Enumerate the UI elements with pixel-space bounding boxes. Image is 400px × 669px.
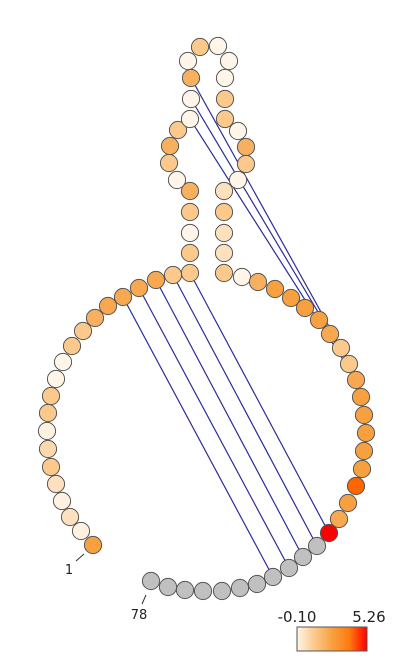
start-label-group: 1 bbox=[65, 553, 85, 578]
nucleotide-64 bbox=[346, 476, 366, 496]
nucleotide-16 bbox=[98, 296, 118, 316]
nucleotide-67 bbox=[319, 523, 339, 543]
nucleotide-36 bbox=[219, 51, 239, 71]
nucleotide-41 bbox=[236, 137, 256, 157]
nucleotide-45 bbox=[214, 202, 234, 222]
nucleotide-59 bbox=[351, 387, 371, 407]
nucleotide-32 bbox=[181, 68, 201, 88]
nucleotide-38 bbox=[215, 89, 235, 109]
nucleotide-5 bbox=[46, 474, 66, 494]
nucleotide-13 bbox=[62, 336, 82, 356]
nucleotide-65 bbox=[338, 493, 358, 513]
nucleotide-28 bbox=[160, 136, 180, 156]
nucleotide-77 bbox=[158, 577, 178, 597]
nucleotide-63 bbox=[352, 459, 372, 479]
nucleotide-14 bbox=[73, 321, 93, 341]
colorbar: -0.10 5.26 bbox=[278, 608, 386, 652]
nucleotide-74 bbox=[212, 581, 232, 601]
nucleotide-24 bbox=[180, 202, 200, 222]
nucleotide-31 bbox=[181, 89, 201, 109]
nucleotide-26 bbox=[167, 170, 187, 190]
nucleotide-51 bbox=[265, 279, 285, 299]
nucleotide-8 bbox=[37, 421, 57, 441]
base-pair-line bbox=[190, 77, 342, 349]
nucleotide-78 bbox=[141, 571, 161, 591]
nucleotide-42 bbox=[236, 154, 256, 174]
base-pair-lines bbox=[122, 77, 357, 578]
nucleotide-66 bbox=[329, 509, 349, 529]
nucleotide-39 bbox=[215, 109, 235, 129]
nucleotide-18 bbox=[129, 278, 149, 298]
nucleotide-58 bbox=[346, 370, 366, 390]
base-pair-line bbox=[189, 272, 330, 534]
nucleotide-62 bbox=[354, 441, 374, 461]
nucleotide-29 bbox=[168, 120, 188, 140]
nucleotide-76 bbox=[175, 580, 195, 600]
base-pair-line bbox=[172, 274, 318, 547]
nucleotide-44 bbox=[214, 181, 234, 201]
nucleotide-61 bbox=[356, 423, 376, 443]
nucleotide-20 bbox=[163, 265, 183, 285]
nucleotide-30 bbox=[180, 109, 200, 129]
nucleotide-23 bbox=[180, 223, 200, 243]
nucleotide-70 bbox=[279, 558, 299, 578]
nucleotide-7 bbox=[38, 439, 58, 459]
base-pair-line bbox=[122, 296, 274, 578]
nucleotide-52 bbox=[281, 288, 301, 308]
nucleotide-72 bbox=[247, 574, 267, 594]
nucleotide-19 bbox=[146, 270, 166, 290]
nucleotide-17 bbox=[113, 287, 133, 307]
nucleotide-56 bbox=[331, 338, 351, 358]
colorbar-max-label: 5.26 bbox=[352, 608, 385, 626]
colorbar-min-label: -0.10 bbox=[278, 608, 317, 626]
colorbar-gradient bbox=[296, 626, 368, 652]
nucleotide-60 bbox=[354, 405, 374, 425]
base-pair-line bbox=[138, 287, 290, 569]
nucleotide-50 bbox=[248, 272, 268, 292]
nucleotides bbox=[37, 36, 376, 601]
nucleotide-34 bbox=[190, 37, 210, 57]
nucleotide-27 bbox=[159, 153, 179, 173]
nucleotide-40 bbox=[228, 121, 248, 141]
nucleotide-73 bbox=[230, 578, 250, 598]
nucleotide-35 bbox=[208, 36, 228, 56]
nucleotide-12 bbox=[53, 352, 73, 372]
nucleotide-21 bbox=[180, 263, 200, 283]
nucleotide-3 bbox=[60, 507, 80, 527]
nucleotide-37 bbox=[215, 68, 235, 88]
nucleotide-10 bbox=[41, 386, 61, 406]
nucleotide-53 bbox=[295, 298, 315, 318]
nucleotide-69 bbox=[293, 547, 313, 567]
nucleotide-11 bbox=[46, 369, 66, 389]
nucleotide-71 bbox=[263, 567, 283, 587]
nucleotide-68 bbox=[307, 536, 327, 556]
nucleotide-15 bbox=[85, 308, 105, 328]
end-label-group: 78 bbox=[131, 594, 148, 623]
nucleotide-49 bbox=[232, 267, 252, 287]
nucleotide-4 bbox=[52, 491, 72, 511]
end-label: 78 bbox=[131, 608, 148, 623]
start-label: 1 bbox=[65, 563, 73, 578]
nucleotide-54 bbox=[309, 310, 329, 330]
nucleotide-75 bbox=[193, 581, 213, 601]
nucleotide-43 bbox=[228, 170, 248, 190]
nucleotide-46 bbox=[214, 223, 234, 243]
nucleotide-9 bbox=[38, 403, 58, 423]
nucleotide-57 bbox=[339, 354, 359, 374]
nucleotide-2 bbox=[71, 521, 91, 541]
nucleotide-33 bbox=[178, 51, 198, 71]
nucleotide-1 bbox=[83, 535, 103, 555]
nucleotide-47 bbox=[214, 243, 234, 263]
nucleotide-55 bbox=[320, 324, 340, 344]
nucleotide-48 bbox=[214, 263, 234, 283]
nucleotide-6 bbox=[41, 457, 61, 477]
base-pair-line bbox=[155, 279, 304, 558]
nucleotide-22 bbox=[180, 243, 200, 263]
nucleotide-25 bbox=[180, 181, 200, 201]
